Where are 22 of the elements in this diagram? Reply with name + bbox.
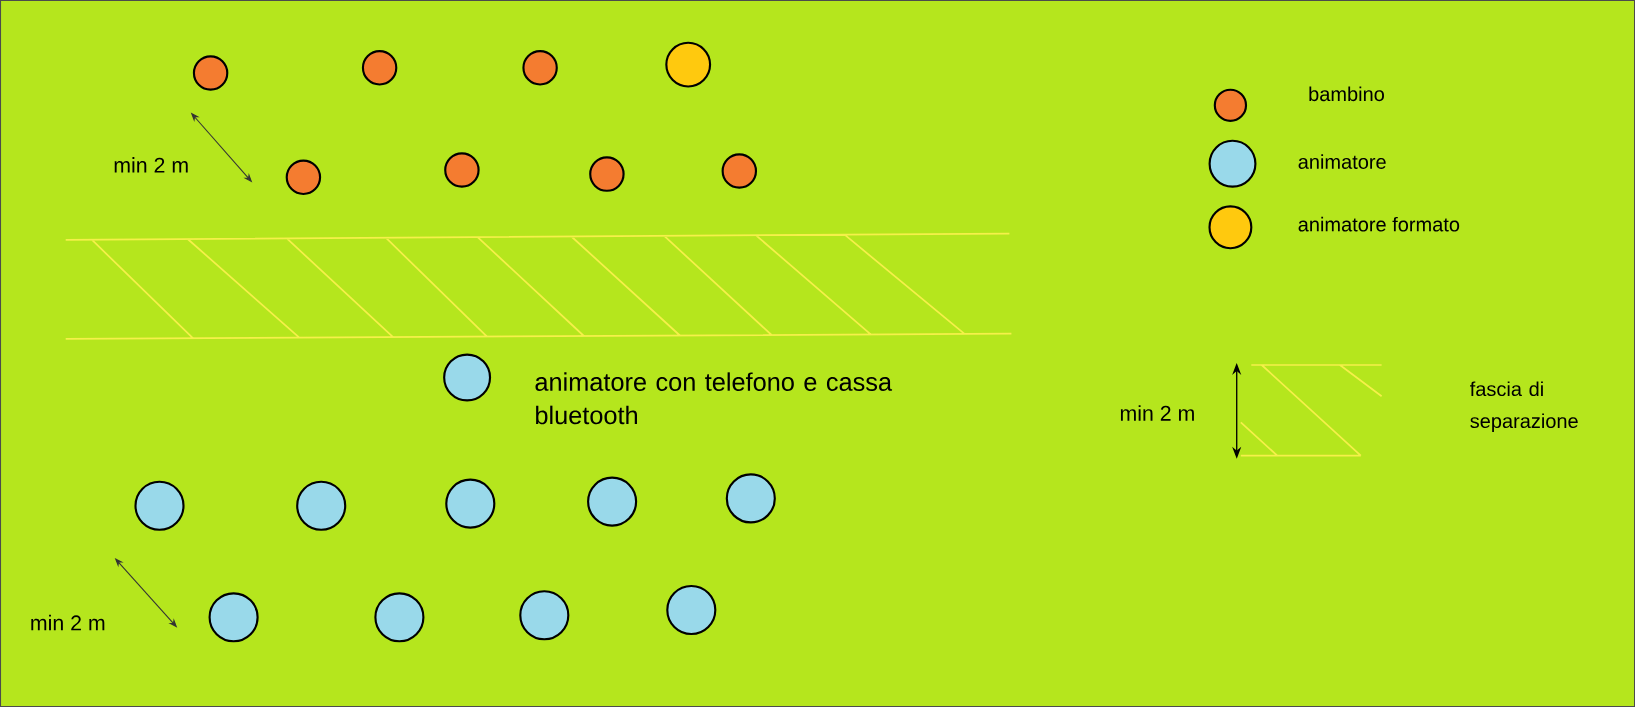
person-circle <box>665 41 712 88</box>
legend-label: animatore <box>1298 154 1386 169</box>
legend-label: bambino <box>1309 86 1384 102</box>
legend-label: animatore formato <box>1298 216 1460 232</box>
person-circle <box>296 480 347 531</box>
person-circle <box>374 592 425 643</box>
person-circle <box>445 478 496 529</box>
person-circle <box>285 159 322 196</box>
person-circle <box>134 480 185 531</box>
person-circle <box>192 55 229 91</box>
person-circle <box>519 590 570 641</box>
person-circle <box>666 584 717 636</box>
person-circle <box>587 476 638 527</box>
person-circle <box>443 353 492 402</box>
dimension-label: min 2 m <box>31 614 105 631</box>
legend-label: fascia di separazione <box>1470 381 1578 432</box>
dimension-label: min 2 m <box>114 157 188 173</box>
person-circle <box>361 50 398 86</box>
person-circle <box>208 592 259 643</box>
person-circle <box>725 473 776 524</box>
dimension-label: min 2 m <box>1120 405 1194 421</box>
beside-text: animatore con telefono e cassa bluetooth <box>535 372 893 425</box>
